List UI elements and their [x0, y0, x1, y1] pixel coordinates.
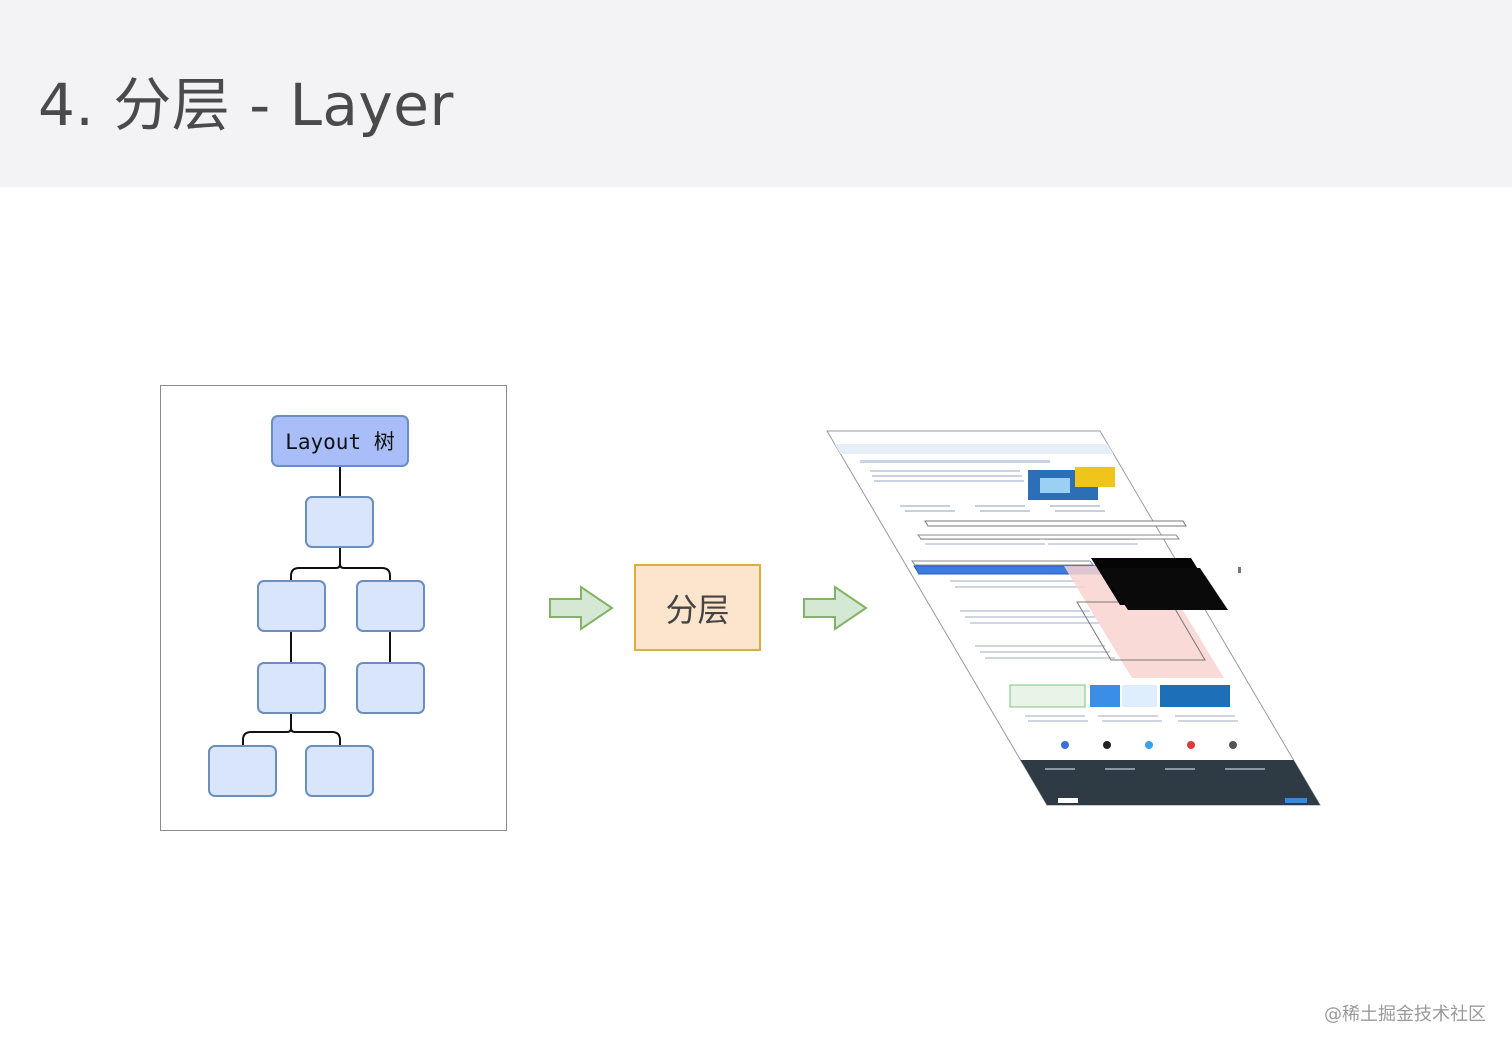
tree-connector — [242, 713, 292, 746]
watermark: @稀土掘金技术社区 — [1324, 1004, 1486, 1025]
tree-node — [305, 745, 374, 797]
tree-connector — [339, 563, 391, 581]
tree-node — [257, 580, 326, 632]
layout-tree-diagram: Layout 树 — [208, 415, 425, 797]
layer-process-label: 分层 — [665, 590, 730, 629]
tree-node — [208, 745, 277, 797]
layer-bar — [917, 534, 1180, 540]
tree-node — [305, 496, 374, 548]
layered-webpage-illustration — [826, 430, 1321, 806]
slide-title: 4. 分层 - Layer — [38, 71, 454, 139]
tree-root-node: Layout 树 — [271, 415, 409, 467]
tree-connector — [290, 727, 341, 746]
layer-bar — [924, 520, 1187, 527]
floating-layers — [911, 520, 1241, 678]
tree-node — [257, 662, 326, 714]
arrow-right-icon — [549, 585, 614, 631]
tree-node — [356, 580, 425, 632]
layer-process-box: 分层 — [634, 564, 761, 651]
tree-node — [356, 662, 425, 714]
layer-bar — [911, 560, 1094, 566]
slide-header: 4. 分层 - Layer — [0, 0, 1512, 187]
tree-root-label: Layout 树 — [285, 430, 395, 454]
layout-tree-panel: Layout 树 — [160, 385, 507, 831]
layer-pink — [1064, 566, 1224, 678]
tree-connector — [290, 548, 341, 581]
arrow-right-icon — [803, 585, 868, 631]
layer-black — [1100, 568, 1228, 610]
